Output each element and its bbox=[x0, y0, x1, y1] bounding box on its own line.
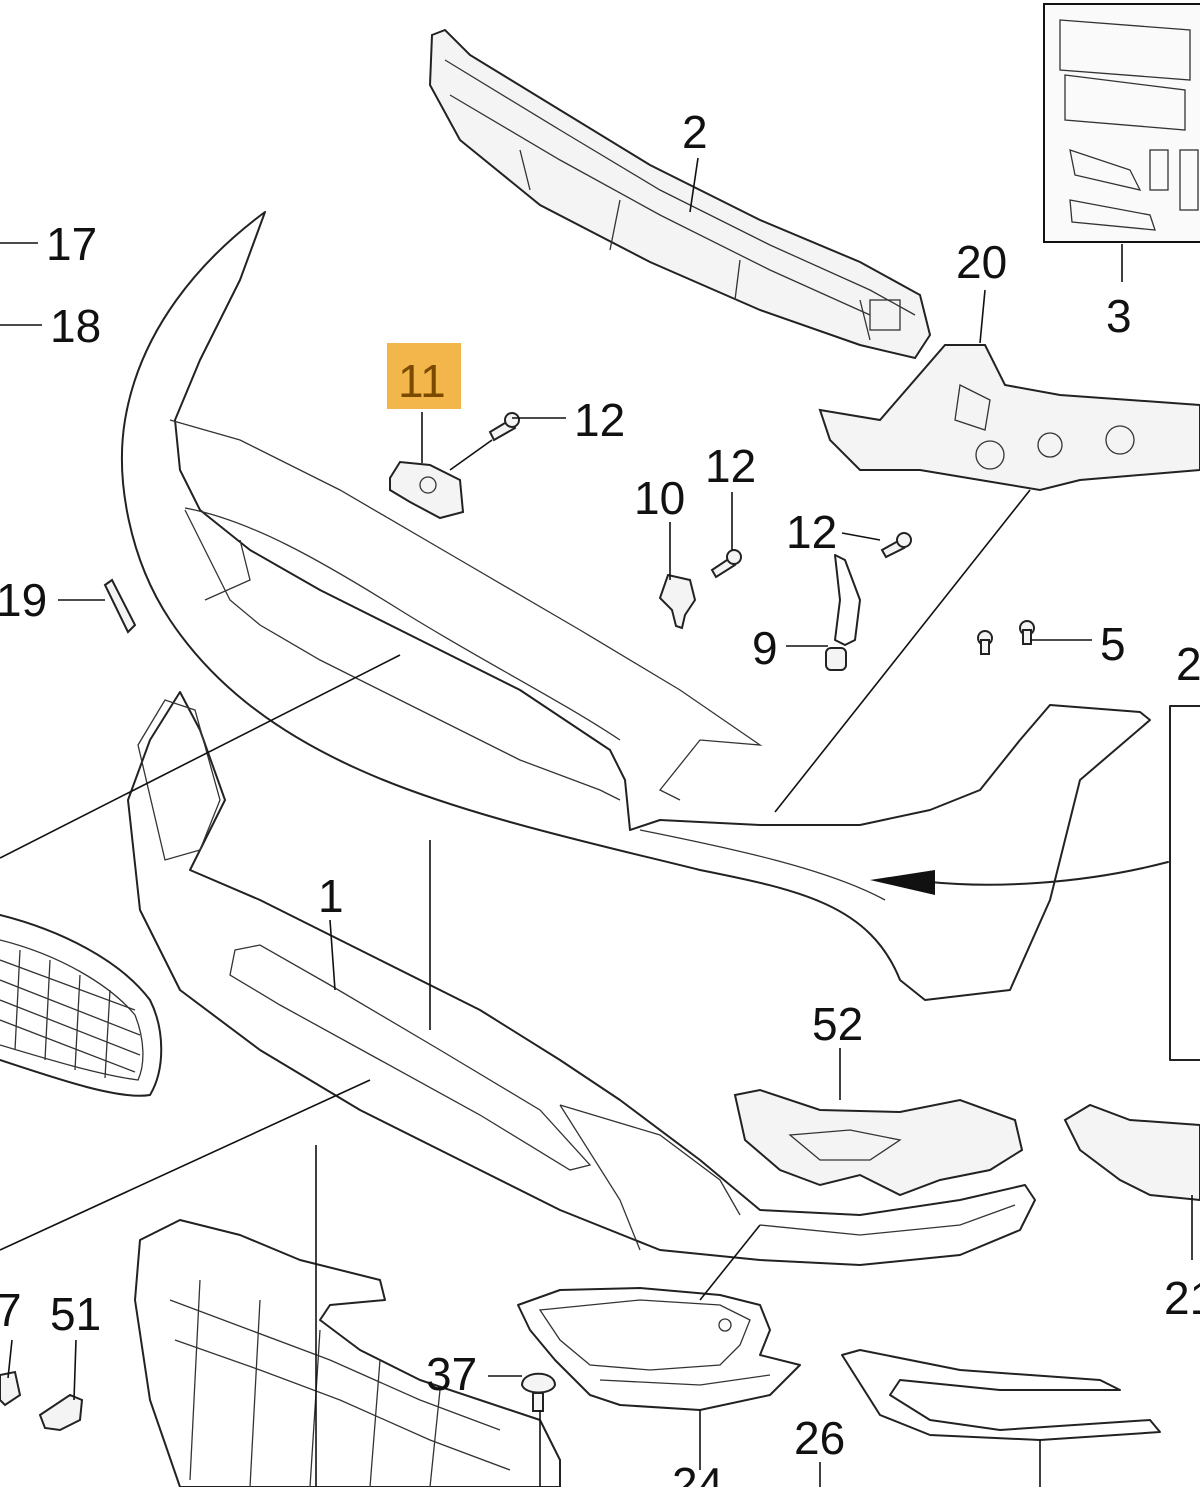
screw-12-upper bbox=[488, 412, 520, 442]
direction-arrow bbox=[870, 861, 1169, 895]
part-5-bolts bbox=[977, 620, 1035, 655]
lower-splash-shield bbox=[134, 1219, 561, 1487]
callout-20: 20 bbox=[956, 236, 1007, 288]
callout-11: 11 bbox=[398, 355, 446, 407]
callout-18: 18 bbox=[50, 300, 101, 352]
callout-2: 2 bbox=[682, 106, 708, 158]
callout-9: 9 bbox=[752, 622, 778, 674]
part-19-side-marker bbox=[103, 578, 137, 634]
callout-37: 37 bbox=[426, 1348, 477, 1400]
callout-51: 51 bbox=[50, 1288, 101, 1340]
part-11-mounting-bracket bbox=[389, 460, 465, 520]
part-51-clip bbox=[38, 1393, 84, 1432]
part-52-fog-bracket bbox=[733, 1088, 1024, 1197]
callout-26: 26 bbox=[794, 1412, 845, 1464]
screw-12-right bbox=[880, 532, 912, 559]
callout-3: 3 bbox=[1106, 290, 1132, 342]
callout-21: 21 bbox=[1164, 1272, 1200, 1324]
highlight-box-11 bbox=[387, 343, 461, 409]
callout-7: 7 bbox=[0, 1284, 22, 1336]
callout-labels: 17 18 19 2 3 20 11 12 12 12 10 9 5 2 1 5… bbox=[0, 106, 1200, 1487]
part-20-side-bracket bbox=[818, 344, 1200, 492]
callout-2-right: 2 bbox=[1176, 638, 1200, 690]
callout-24: 24 bbox=[672, 1458, 723, 1487]
bumper-cover bbox=[121, 211, 1151, 1001]
part-9-strap-bracket bbox=[825, 554, 861, 671]
callout-12-right: 12 bbox=[786, 506, 837, 558]
callout-12-middle: 12 bbox=[705, 440, 756, 492]
callout-1: 1 bbox=[318, 870, 344, 922]
callout-52: 52 bbox=[812, 998, 863, 1050]
callout-17: 17 bbox=[46, 218, 97, 270]
right-edge-panel bbox=[1169, 705, 1200, 1061]
screw-12-middle bbox=[710, 549, 742, 579]
callout-19: 19 bbox=[0, 574, 47, 626]
part-10-clip bbox=[658, 573, 697, 630]
part-24-fog-bezel bbox=[517, 1287, 801, 1411]
part-1-lower-bumper bbox=[127, 691, 1036, 1266]
grille bbox=[0, 914, 163, 1097]
part-26-trim-strip bbox=[841, 1349, 1161, 1441]
callout-5: 5 bbox=[1100, 618, 1126, 670]
callout-10: 10 bbox=[634, 472, 685, 524]
part-37-push-clip bbox=[520, 1372, 557, 1412]
leader-lines bbox=[0, 157, 1193, 1487]
part-3-inset-overview bbox=[1043, 3, 1200, 243]
part-2-bumper-beam bbox=[428, 28, 932, 360]
part-21-bracket bbox=[1063, 1103, 1200, 1202]
part-7-clip bbox=[0, 1370, 22, 1407]
callout-12-upper: 12 bbox=[574, 394, 625, 446]
